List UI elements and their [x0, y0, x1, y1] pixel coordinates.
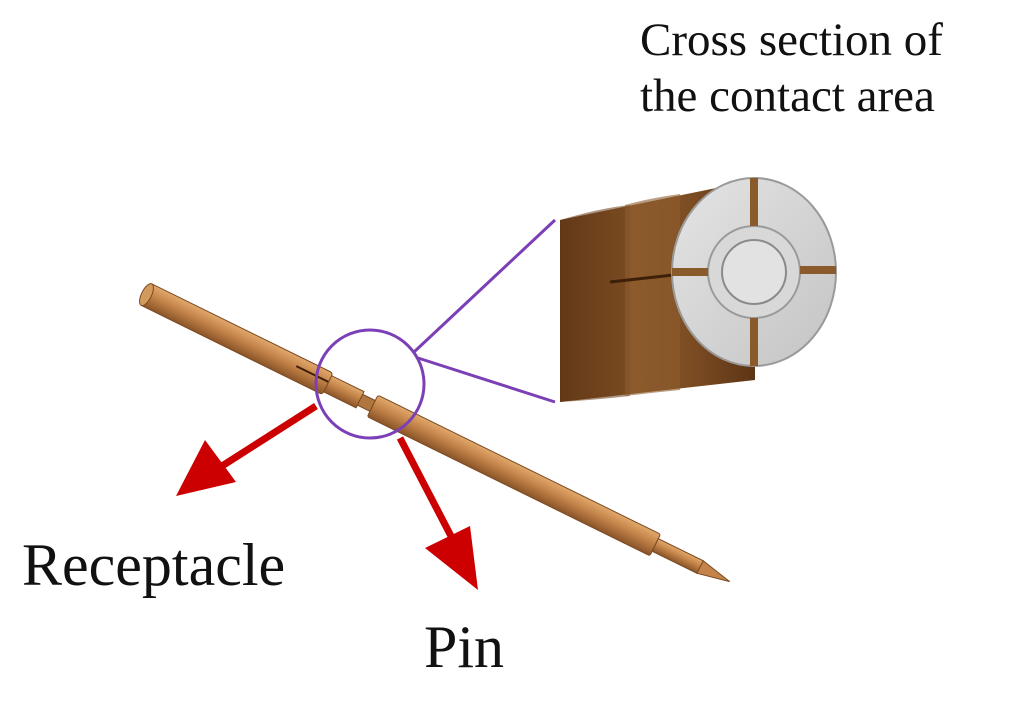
callout-line-upper	[412, 218, 557, 354]
caption-line-2: the contact area	[640, 70, 935, 122]
cross-section-view	[560, 177, 837, 402]
receptacle-body	[139, 283, 333, 395]
cross-section-caption: Cross section of the contact area	[640, 12, 943, 124]
pin-tail	[651, 538, 704, 575]
receptacle-label: Receptacle	[22, 532, 286, 598]
receptacle-pin-assembly	[139, 283, 731, 583]
slot-top	[750, 178, 758, 226]
cross-section-bore	[721, 239, 787, 305]
slot-left	[672, 268, 708, 276]
receptacle-end-cap	[139, 283, 154, 307]
pin-tip	[696, 560, 731, 583]
callout-line-lower	[417, 356, 556, 404]
pin-label: Pin	[424, 614, 505, 680]
caption-line-1: Cross section of	[640, 14, 943, 66]
pin-arrow	[396, 436, 478, 590]
receptacle-arrow	[176, 403, 318, 496]
slot-bottom	[750, 318, 758, 366]
callout-circle	[314, 328, 426, 440]
slot-right	[800, 266, 836, 274]
